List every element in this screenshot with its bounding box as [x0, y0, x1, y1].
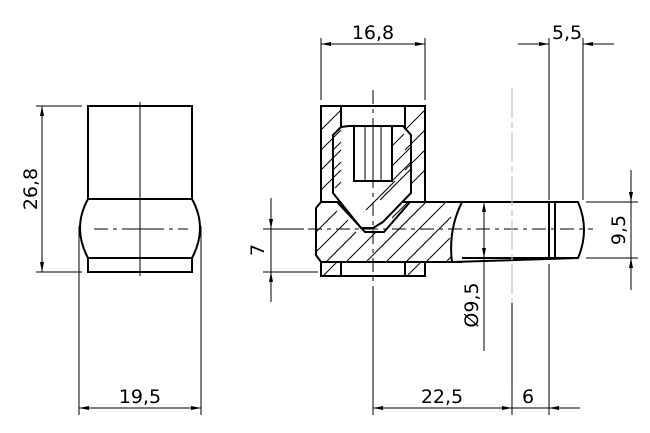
dimension-5-5: 5,5: [552, 22, 582, 44]
dimension-9-5-height: 9,5: [608, 215, 630, 245]
dimension-19-5: 19,5: [119, 386, 161, 408]
dimension-22-5: 22,5: [421, 386, 463, 408]
front-view: 26,8 19,5: [20, 102, 202, 415]
dimension-26-8: 26,8: [20, 168, 42, 210]
dimension-diameter-9-5: Ø9,5: [461, 282, 483, 327]
dimension-16-8: 16,8: [352, 22, 394, 44]
dimension-6: 6: [522, 386, 534, 408]
section-view: 16,8 5,5 9,5 7 Ø9,5 22,5 6: [247, 22, 638, 415]
dimension-7: 7: [247, 244, 269, 256]
